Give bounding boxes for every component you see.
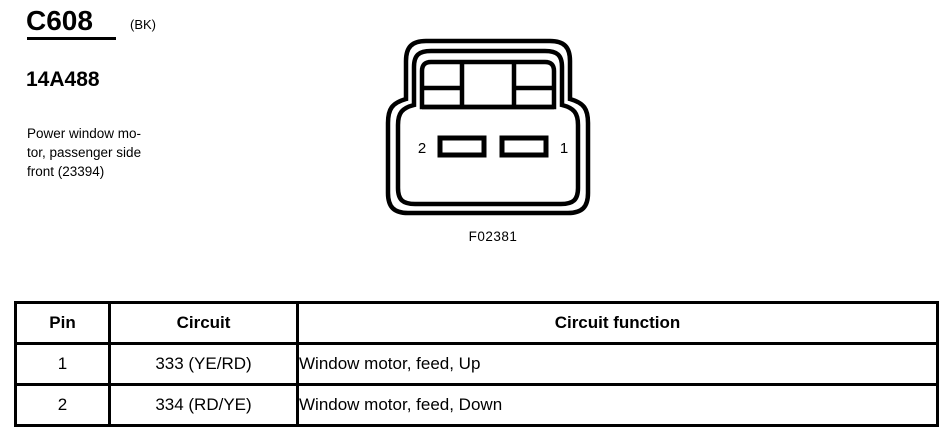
cell-pin: 2	[14, 383, 111, 427]
cell-circuit-function: Window motor, feed, Down	[296, 383, 939, 427]
connector-face-drawing: 2 1	[385, 38, 591, 216]
table-header: Pin Circuit Circuit function	[14, 301, 939, 345]
pin-assignment-table: Pin Circuit Circuit function 1 333 (YE/R…	[14, 301, 939, 427]
description-line-2: tor, passenger side	[27, 145, 142, 160]
table-header-row: Pin Circuit Circuit function	[14, 301, 939, 345]
figure-reference-label: F02381	[468, 229, 518, 244]
connector-latch-tab-group	[419, 59, 557, 110]
latch-tab-outline	[419, 59, 557, 110]
connector-id-underline	[27, 37, 116, 40]
connector-diagram: 2 1 F02381	[378, 33, 608, 253]
table-body: 1 333 (YE/RD) Window motor, feed, Up 2 3…	[14, 342, 939, 427]
cell-circuit-function: Window motor, feed, Up	[296, 342, 939, 386]
pin-cavity-2	[437, 135, 487, 158]
cell-circuit: 334 (RD/YE)	[108, 383, 299, 427]
connector-inner-body	[395, 48, 581, 207]
table-row: 1 333 (YE/RD) Window motor, feed, Up	[14, 342, 939, 386]
description-line-3: front (23394)	[27, 164, 105, 179]
cell-circuit: 333 (YE/RD)	[108, 342, 299, 386]
part-number-label: 14A488	[26, 68, 100, 91]
connector-id-row: C608 (BK)	[26, 5, 356, 40]
connector-outer-shell	[385, 38, 591, 216]
pin-number-marker-1: 1	[560, 140, 568, 157]
column-header-circuit: Circuit	[108, 301, 299, 345]
column-header-circuit-function: Circuit function	[296, 301, 939, 345]
connector-id-label: C608	[26, 5, 93, 36]
description-line-1: Power window mo-	[27, 126, 142, 141]
table-row: 2 334 (RD/YE) Window motor, feed, Down	[14, 383, 939, 427]
connector-color-code-label: (BK)	[130, 17, 156, 32]
pin-cavity-1	[499, 135, 549, 158]
pin-number-marker-2: 2	[418, 140, 426, 157]
connector-description: Power window mo- tor, passenger side fro…	[27, 124, 247, 181]
column-header-pin: Pin	[14, 301, 111, 345]
connector-identification-block: C608 (BK) 14A488 Power window mo- tor, p…	[26, 5, 356, 180]
cell-pin: 1	[14, 342, 111, 386]
